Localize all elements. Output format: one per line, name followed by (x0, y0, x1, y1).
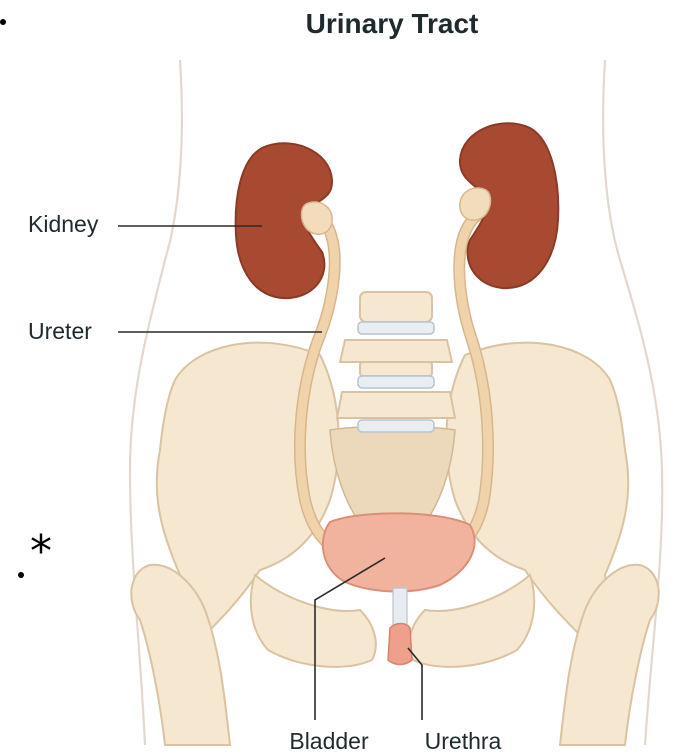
asterisk-dot (18, 572, 24, 578)
bladder-label: Bladder (289, 728, 369, 754)
ureter-label: Ureter (28, 318, 92, 344)
right-kidney (460, 123, 558, 288)
kidney-label: Kidney (28, 211, 99, 237)
asterisk-mark: * (30, 526, 52, 577)
urethra-label: Urethra (425, 728, 502, 754)
lumbar-spine (337, 292, 455, 432)
annotation-marks: * (0, 19, 52, 578)
bladder (323, 513, 475, 591)
diagram-title: Urinary Tract (306, 8, 479, 39)
urethra (388, 588, 412, 665)
ureter-callout: Ureter (28, 318, 322, 344)
top-left-dot (0, 19, 6, 25)
left-kidney (236, 143, 333, 298)
kidney-callout: Kidney (28, 211, 262, 237)
